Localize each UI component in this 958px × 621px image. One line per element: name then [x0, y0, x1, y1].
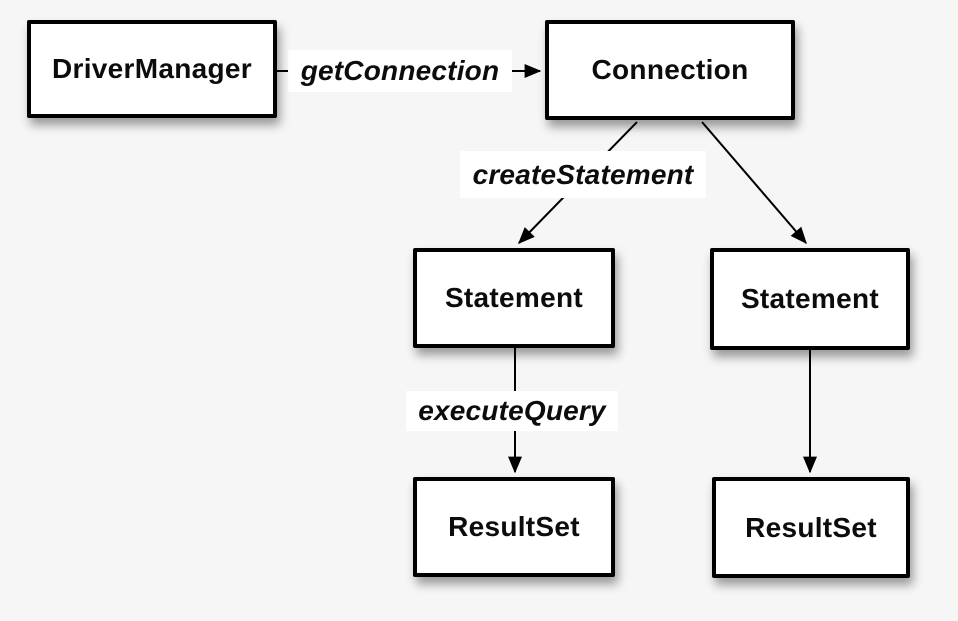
edge-connection-statement-right-arrow	[701, 121, 807, 245]
node-resultset-left: ResultSet	[413, 477, 615, 577]
node-driver-manager: DriverManager	[27, 20, 277, 118]
edge-label-create-statement: createStatement	[460, 151, 706, 198]
node-resultset-right: ResultSet	[712, 477, 910, 578]
node-statement-right: Statement	[710, 248, 910, 350]
node-connection: Connection	[545, 20, 795, 120]
edge-label-get-connection: getConnection	[288, 50, 512, 92]
edge-label-execute-query: executeQuery	[406, 391, 618, 431]
node-statement-left: Statement	[413, 248, 615, 348]
